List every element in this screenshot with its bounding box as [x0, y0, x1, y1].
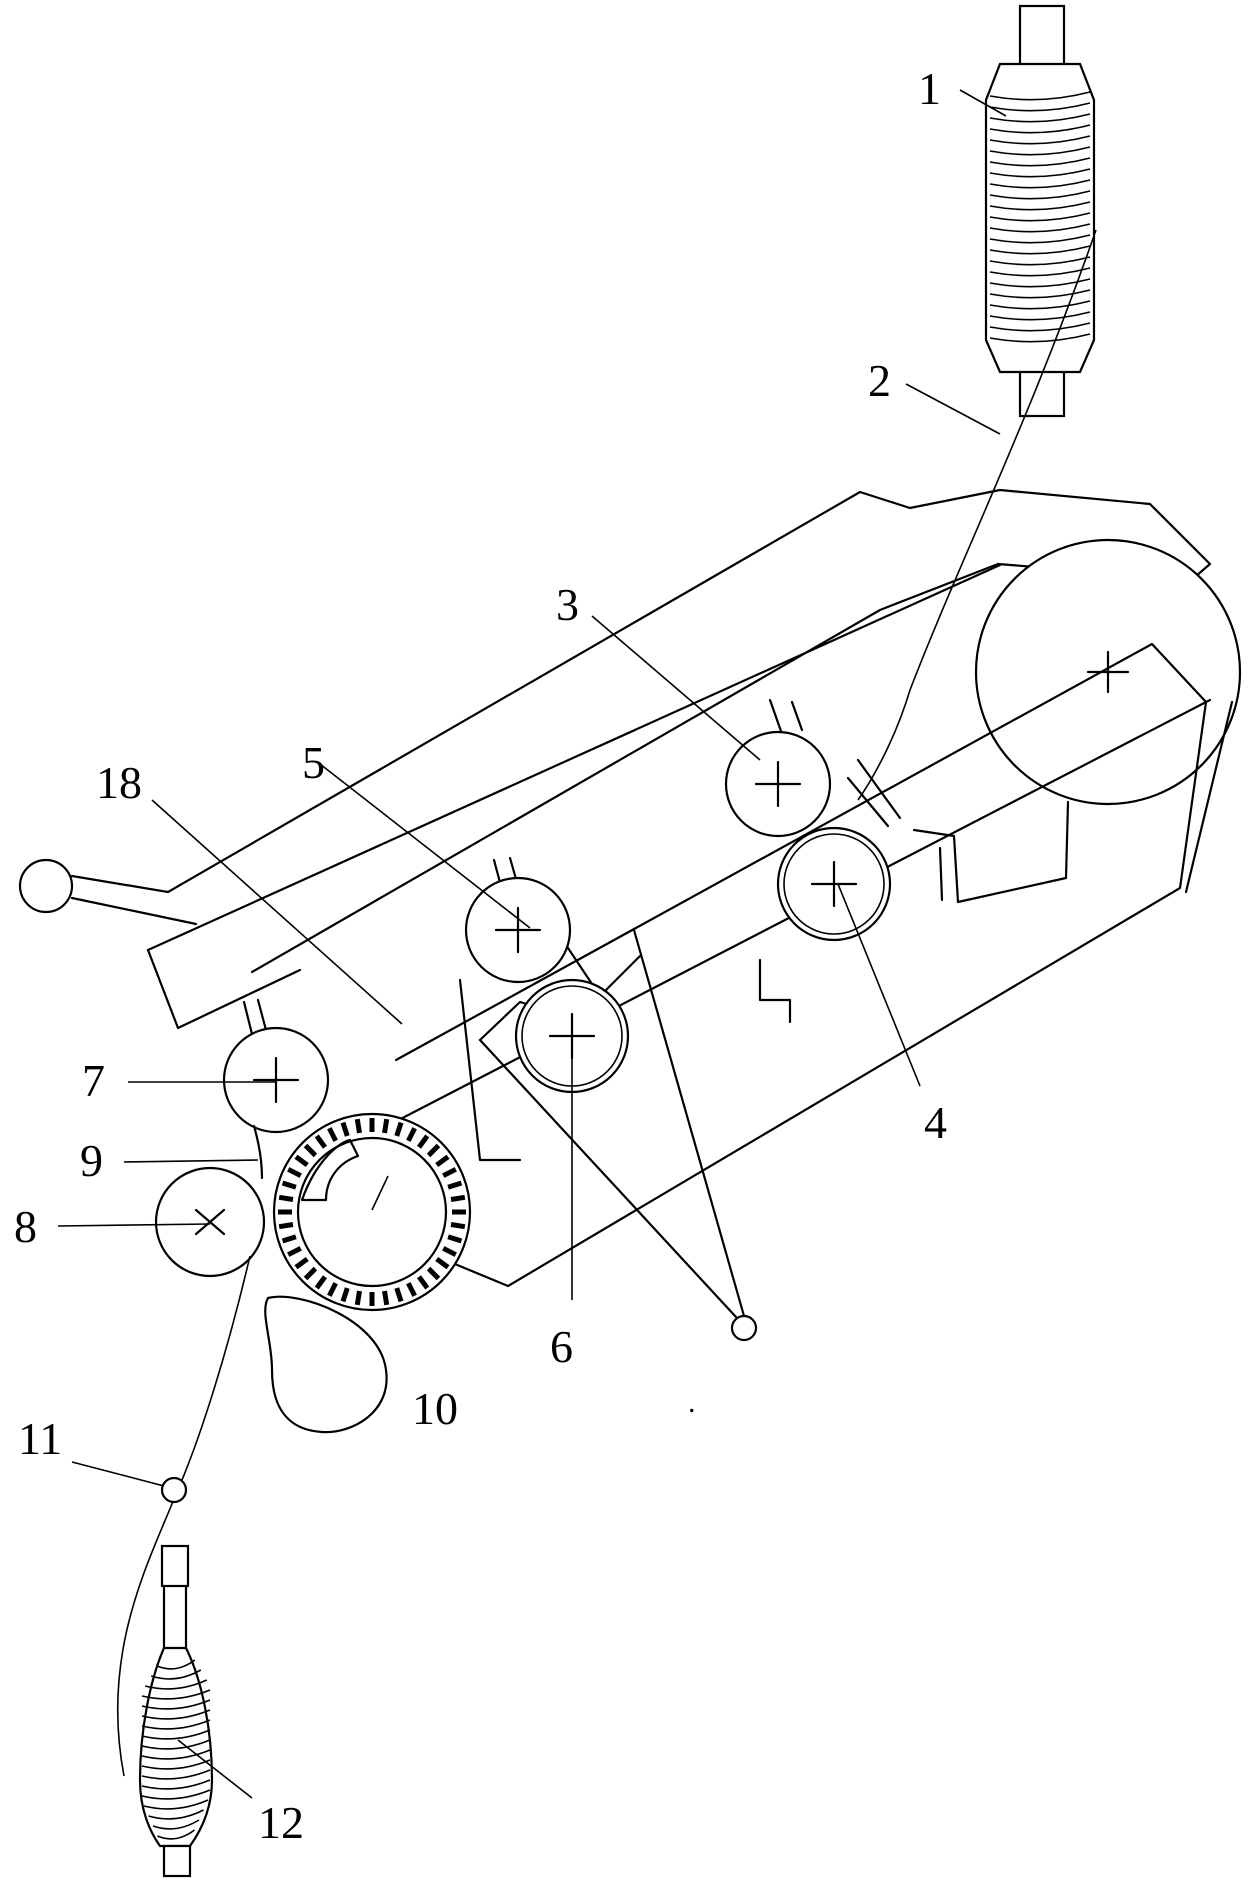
- drum-perforation: [451, 1197, 465, 1199]
- yarn-guide-eyelet-11: [162, 1478, 186, 1502]
- label-3: 3: [556, 579, 579, 630]
- label-9: 9: [80, 1135, 103, 1186]
- drum-perforation: [385, 1119, 387, 1133]
- roller-5: [466, 858, 570, 982]
- drum-perforation: [451, 1225, 465, 1227]
- label-10: 10: [412, 1383, 458, 1434]
- label-6: 6: [550, 1321, 573, 1372]
- suction-drum: [254, 1114, 470, 1310]
- drum-perforation: [279, 1197, 293, 1199]
- drum-perforation: [357, 1119, 359, 1133]
- label-2: 2: [868, 355, 891, 406]
- label-4: 4: [924, 1097, 947, 1148]
- drafting-frame: [20, 490, 1240, 1286]
- label-5: 5: [302, 737, 325, 788]
- roller-3: [726, 700, 830, 836]
- label-1: 1: [918, 63, 941, 114]
- label-18: 18: [96, 757, 142, 808]
- label-12: 12: [258, 1797, 304, 1848]
- label-11: 11: [18, 1413, 62, 1464]
- drum-perforation: [385, 1291, 387, 1305]
- take-up-bobbin: [140, 1546, 212, 1876]
- feed-bobbin: [986, 6, 1094, 416]
- roller-7: [224, 1000, 328, 1132]
- label-8: 8: [14, 1201, 37, 1252]
- stray-dot: .: [688, 1386, 696, 1419]
- label-7: 7: [82, 1055, 105, 1106]
- drum-perforation: [357, 1291, 359, 1305]
- roller-8: [156, 1168, 264, 1276]
- drum-perforation: [279, 1225, 293, 1227]
- yarn-guide-teardrop: [265, 1297, 386, 1432]
- roller-4: [778, 828, 890, 940]
